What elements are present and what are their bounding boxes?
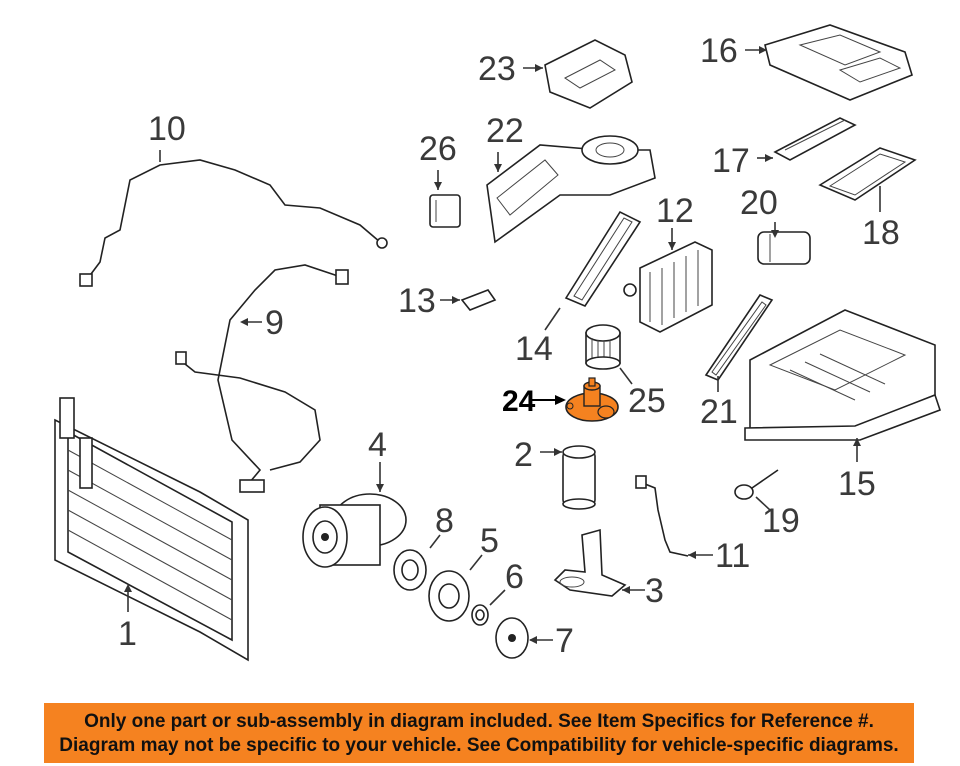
- part-filter-plate: [704, 294, 774, 381]
- callout-2: 2: [514, 436, 533, 474]
- part-actuator: [757, 231, 811, 265]
- callout-26: 26: [419, 130, 457, 168]
- part-filter: [818, 147, 917, 201]
- part-duct: [544, 39, 633, 109]
- callout-17: 17: [712, 142, 750, 180]
- part-blower-case: [486, 135, 656, 244]
- part-pulley: [428, 570, 470, 622]
- part-door: [773, 117, 857, 161]
- part-tube: [639, 481, 689, 557]
- callout-10: 10: [148, 110, 186, 148]
- callout-21: 21: [700, 393, 738, 431]
- part-evaporator: [623, 241, 713, 333]
- callout-11: 11: [715, 537, 750, 575]
- part-blower-wheel: [585, 324, 621, 370]
- part-bracket: [553, 528, 627, 597]
- part-bearing: [471, 604, 489, 626]
- callout-1: 1: [118, 615, 137, 653]
- part-resistor: [429, 194, 461, 228]
- callout-6: 6: [505, 558, 524, 596]
- callout-25: 25: [628, 382, 666, 420]
- callout-3: 3: [645, 572, 664, 610]
- callout-19: 19: [762, 502, 800, 540]
- callout-15: 15: [838, 465, 876, 503]
- part-liquid-line: [84, 159, 381, 283]
- callout-12: 12: [656, 192, 694, 230]
- callout-24: 24: [502, 385, 536, 418]
- callout-9: 9: [265, 304, 284, 342]
- notice-line-2: Diagram may not be specific to your vehi…: [59, 735, 899, 756]
- part-clip: [460, 289, 497, 311]
- part-condenser: [54, 397, 249, 662]
- callout-4: 4: [368, 426, 387, 464]
- notice-banner: Only one part or sub-assembly in diagram…: [44, 703, 914, 763]
- callout-18: 18: [862, 214, 900, 252]
- part-air-filter: [564, 210, 642, 307]
- callout-13: 13: [398, 282, 436, 320]
- part-accumulator: [562, 445, 596, 510]
- callout-14: 14: [515, 330, 553, 368]
- callout-8: 8: [435, 502, 454, 540]
- callout-16: 16: [700, 32, 738, 70]
- part-clutch-coil: [393, 549, 427, 591]
- part-sensor: [734, 469, 779, 500]
- part-clutch-plate: [495, 617, 529, 659]
- part-compressor: [302, 493, 407, 568]
- callout-5: 5: [480, 522, 499, 560]
- callout-23: 23: [478, 50, 516, 88]
- callout-20: 20: [740, 184, 778, 222]
- part-hose-assembly: [175, 264, 349, 493]
- callout-7: 7: [555, 622, 574, 660]
- part-hvac-case: [744, 309, 942, 441]
- callout-22: 22: [486, 112, 524, 150]
- notice-line-1: Only one part or sub-assembly in diagram…: [84, 711, 874, 732]
- part-case-top: [764, 24, 913, 101]
- part-blower-motor: [565, 377, 619, 422]
